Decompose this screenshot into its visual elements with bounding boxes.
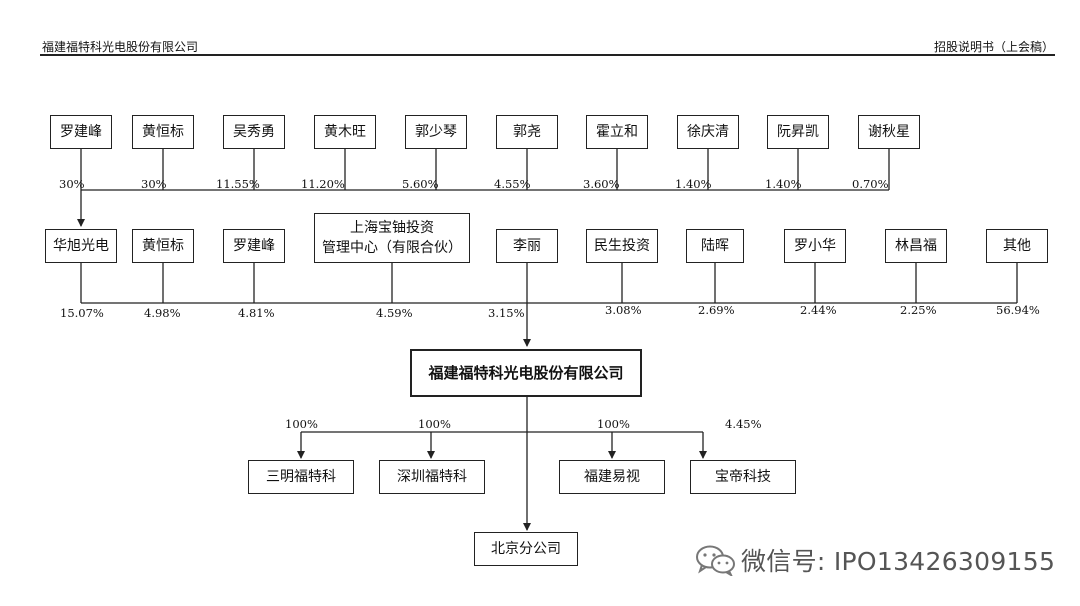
wechat-icon [696, 545, 735, 576]
branch-box: 北京分公司 [474, 532, 578, 566]
shareholder-box: 林昌福 [885, 229, 947, 263]
shareholder-box: 黄恒标 [132, 115, 194, 149]
ownership-pct: 3.15% [488, 306, 525, 320]
watermark-text: 微信号: IPO13426309155 [741, 547, 1056, 576]
shareholder-box: 李丽 [496, 229, 558, 263]
subsidiary-pct: 4.45% [725, 417, 762, 431]
ownership-pct: 3.08% [605, 303, 642, 317]
ownership-pct: 0.70% [852, 177, 889, 191]
ownership-pct: 5.60% [402, 177, 439, 191]
shareholder-box: 黄木旺 [314, 115, 376, 149]
shareholder-box: 阮昇凯 [767, 115, 829, 149]
shareholder-box: 霍立和 [586, 115, 648, 149]
ownership-pct: 11.55% [216, 177, 260, 191]
header-rule [40, 54, 1055, 56]
watermark: 微信号: IPO13426309155 [693, 542, 1055, 578]
shareholder-box: 黄恒标 [132, 229, 194, 263]
main-company-box: 福建福特科光电股份有限公司 [410, 349, 642, 397]
ownership-pct: 2.44% [800, 303, 837, 317]
shareholder-box: 民生投资 [586, 229, 658, 263]
shareholder-box: 其他 [986, 229, 1048, 263]
shareholder-box: 罗小华 [784, 229, 846, 263]
ownership-pct: 3.60% [583, 177, 620, 191]
shareholder-box: 罗建峰 [223, 229, 285, 263]
subsidiary-pct: 100% [418, 417, 451, 431]
shareholder-box: 华旭光电 [45, 229, 117, 263]
subsidiary-pct: 100% [597, 417, 630, 431]
subsidiary-box: 深圳福特科 [379, 460, 485, 494]
ownership-pct: 4.98% [144, 306, 181, 320]
ownership-pct: 4.55% [494, 177, 531, 191]
ownership-pct: 2.69% [698, 303, 735, 317]
shareholder-box: 上海宝铀投资 管理中心（有限合伙） [314, 213, 470, 263]
shareholder-box: 郭少琴 [405, 115, 467, 149]
ownership-pct: 30% [141, 177, 167, 191]
subsidiary-pct: 100% [285, 417, 318, 431]
ownership-pct: 11.20% [301, 177, 345, 191]
shareholder-box: 郭尧 [496, 115, 558, 149]
shareholder-box: 罗建峰 [50, 115, 112, 149]
shareholder-box: 吴秀勇 [223, 115, 285, 149]
ownership-pct: 30% [59, 177, 85, 191]
ownership-pct: 4.59% [376, 306, 413, 320]
ownership-pct: 2.25% [900, 303, 937, 317]
header-right-title: 招股说明书（上会稿） [933, 40, 1054, 54]
ownership-pct: 1.40% [765, 177, 802, 191]
shareholder-box: 徐庆清 [677, 115, 739, 149]
subsidiary-box: 三明福特科 [248, 460, 354, 494]
ownership-pct: 4.81% [238, 306, 275, 320]
shareholder-box: 陆晖 [686, 229, 744, 263]
subsidiary-box: 福建易视 [559, 460, 665, 494]
ownership-pct: 15.07% [60, 306, 104, 320]
shareholder-box: 谢秋星 [858, 115, 920, 149]
ownership-pct: 1.40% [675, 177, 712, 191]
ownership-pct: 56.94% [996, 303, 1040, 317]
header-left-title: 福建福特科光电股份有限公司 [42, 40, 199, 54]
subsidiary-box: 宝帝科技 [690, 460, 796, 494]
